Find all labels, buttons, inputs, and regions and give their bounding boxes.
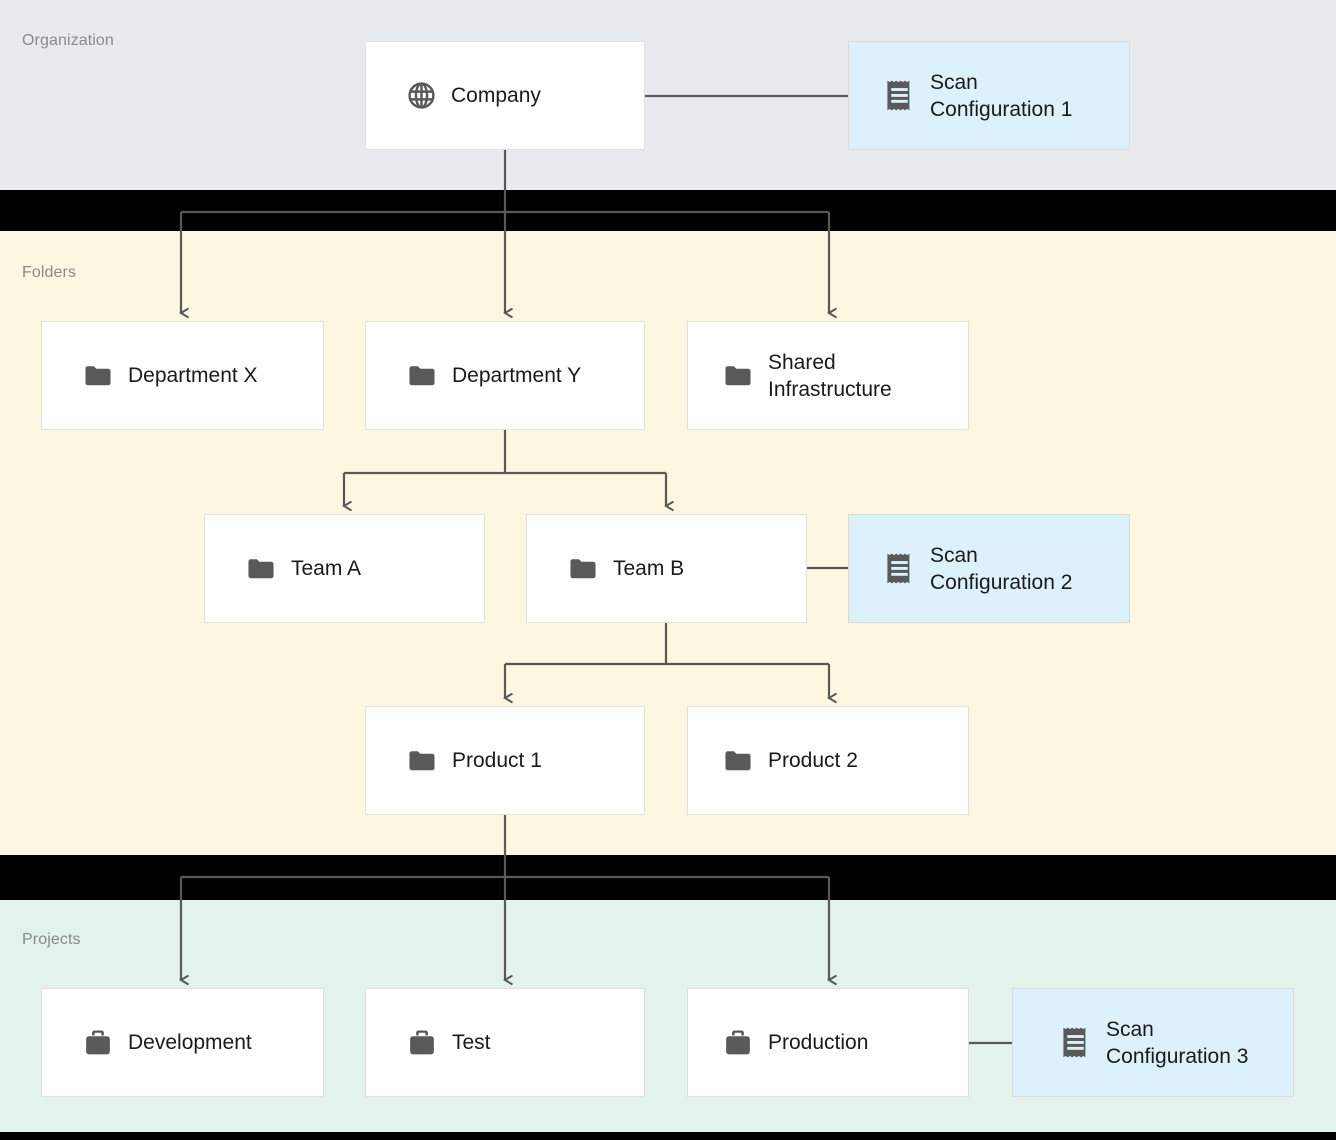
organization-section-background [0, 0, 1336, 190]
node-label: Department X [128, 364, 258, 387]
folder-icon [725, 365, 751, 385]
node-label: Company [451, 84, 541, 107]
receipt-icon [887, 553, 910, 584]
globe-icon [408, 82, 435, 109]
folder-icon [570, 558, 596, 578]
node-shared-infrastructure[interactable]: Shared Infrastructure [687, 321, 969, 430]
section-label-projects: Projects [22, 931, 81, 948]
briefcase-icon [410, 1029, 434, 1054]
section-separator-bottom [0, 855, 1336, 900]
node-label: Product 1 [452, 749, 542, 772]
node-scan-configuration-2[interactable]: Scan Configuration 2 [848, 514, 1130, 623]
node-label: Scan Configuration 1 [930, 70, 1073, 121]
node-label: Team B [613, 557, 685, 580]
node-development[interactable]: Development [41, 988, 324, 1097]
folder-icon [725, 750, 751, 770]
section-label-folders: Folders [22, 264, 77, 281]
section-label-organization: Organization [22, 32, 114, 49]
node-label: Team A [291, 557, 362, 580]
node-company[interactable]: Company [365, 41, 645, 150]
node-label: Test [452, 1031, 491, 1054]
section-separator-top [0, 190, 1336, 231]
node-label: Product 2 [768, 749, 858, 772]
briefcase-icon [86, 1029, 110, 1054]
node-scan-configuration-3[interactable]: Scan Configuration 3 [1012, 988, 1294, 1097]
node-production[interactable]: Production [687, 988, 969, 1097]
node-label: Production [768, 1031, 869, 1054]
node-product-1[interactable]: Product 1 [365, 706, 645, 815]
briefcase-icon [726, 1029, 750, 1054]
node-team-a[interactable]: Team A [204, 514, 485, 623]
node-department-x[interactable]: Department X [41, 321, 324, 430]
node-department-y[interactable]: Department Y [365, 321, 645, 430]
receipt-icon [1063, 1027, 1086, 1058]
node-product-2[interactable]: Product 2 [687, 706, 969, 815]
node-label: Scan Configuration 2 [930, 543, 1073, 594]
node-team-b[interactable]: Team B [526, 514, 807, 623]
node-label: Department Y [452, 364, 582, 387]
folder-icon [85, 365, 111, 385]
folder-icon [409, 365, 435, 385]
node-label: Shared Infrastructure [768, 350, 892, 401]
node-label: Scan Configuration 3 [1106, 1017, 1249, 1068]
receipt-icon [887, 80, 910, 111]
node-scan-configuration-1[interactable]: Scan Configuration 1 [848, 41, 1130, 150]
bottom-rule [0, 1132, 1336, 1140]
folder-icon [248, 558, 274, 578]
folder-icon [409, 750, 435, 770]
node-label: Development [128, 1031, 252, 1054]
node-test[interactable]: Test [365, 988, 645, 1097]
